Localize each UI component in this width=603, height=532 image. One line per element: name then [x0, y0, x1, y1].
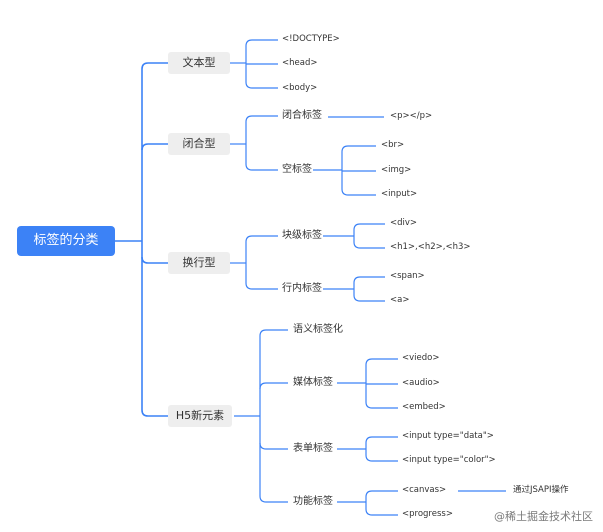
leaf-input[interactable]: <input> — [381, 189, 418, 199]
connector-2 — [141, 62, 168, 70]
connector-32 — [353, 294, 385, 302]
sub-semantic[interactable]: 语义标签化 — [293, 324, 343, 335]
leaf-viedo[interactable]: <viedo> — [402, 353, 440, 363]
connector-10 — [245, 81, 278, 89]
connector-20 — [341, 188, 376, 196]
leaf-input-data[interactable]: <input type="data"> — [402, 431, 494, 441]
connector-3 — [141, 143, 168, 151]
connector-23 — [245, 235, 278, 243]
leaf-audio[interactable]: <audio> — [402, 378, 440, 388]
sub-paired-tag[interactable]: 闭合标签 — [282, 110, 322, 121]
sub-form-tag[interactable]: 表单标签 — [293, 443, 333, 454]
leaf-canvas-note[interactable]: 通过JSAPI操作 — [513, 485, 569, 495]
connector-28 — [353, 241, 385, 249]
leaf-br[interactable]: <br> — [381, 140, 405, 150]
connector-5 — [141, 409, 168, 417]
connector-31 — [353, 276, 385, 284]
root-node[interactable]: 标签的分类 — [17, 226, 115, 256]
sub-function-tag[interactable]: 功能标签 — [293, 496, 333, 507]
leaf-headings[interactable]: <h1>,<h2>,<h3> — [390, 242, 471, 252]
connector-43 — [365, 401, 398, 409]
leaf-body[interactable]: <body> — [282, 83, 318, 93]
sub-block-tag[interactable]: 块级标签 — [282, 230, 322, 241]
branch-text-type[interactable]: 文本型 — [168, 52, 230, 74]
connector-36 — [259, 382, 288, 390]
leaf-progress[interactable]: <progress> — [402, 509, 453, 519]
leaf-input-color[interactable]: <input type="color"> — [402, 455, 496, 465]
leaf-p[interactable]: <p></p> — [390, 111, 433, 121]
connector-46 — [365, 436, 398, 444]
leaf-head[interactable]: <head> — [282, 58, 318, 68]
connector-38 — [259, 495, 288, 503]
connector-18 — [341, 145, 376, 153]
leaf-span[interactable]: <span> — [390, 271, 425, 281]
connector-47 — [365, 454, 398, 462]
leaf-embed[interactable]: <embed> — [402, 402, 446, 412]
connector-51 — [365, 508, 398, 516]
sub-empty-tag[interactable]: 空标签 — [282, 164, 312, 175]
branch-line-type[interactable]: 换行型 — [168, 252, 230, 274]
connector-14 — [245, 163, 278, 171]
connector-37 — [259, 442, 288, 450]
leaf-div[interactable]: <div> — [390, 218, 418, 228]
leaf-doctype[interactable]: <!DOCTYPE> — [282, 34, 340, 44]
branch-h5[interactable]: H5新元素 — [168, 405, 232, 427]
watermark: @稀土掘金技术社区 — [494, 510, 593, 523]
connector-8 — [245, 39, 278, 47]
connector-24 — [245, 282, 278, 290]
leaf-canvas[interactable]: <canvas> — [402, 485, 447, 495]
leaf-img[interactable]: <img> — [381, 165, 412, 175]
connector-4 — [141, 256, 168, 264]
branch-closed-type[interactable]: 闭合型 — [168, 133, 230, 155]
connector-27 — [353, 223, 385, 231]
sub-media-tag[interactable]: 媒体标签 — [293, 377, 333, 388]
connector-41 — [365, 358, 398, 366]
connector-50 — [365, 490, 398, 498]
sub-inline-tag[interactable]: 行内标签 — [282, 283, 322, 294]
leaf-a[interactable]: <a> — [390, 295, 410, 305]
connector-35 — [259, 329, 288, 337]
connector-13 — [245, 115, 278, 123]
